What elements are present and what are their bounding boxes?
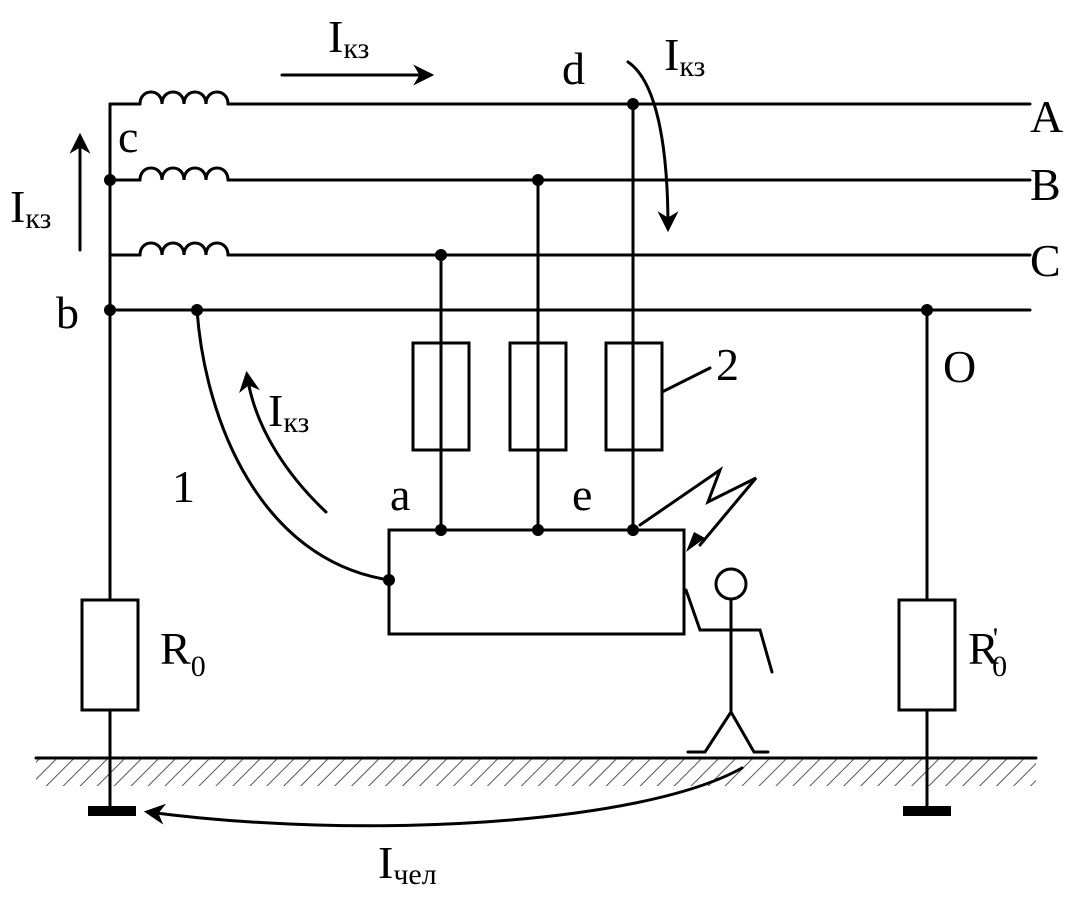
ground-electrode-left [88, 806, 136, 816]
phase-line-c [108, 241, 1032, 257]
arrow-person-current [143, 766, 744, 828]
fuse-phase-c [411, 341, 471, 452]
resistor-r0-prime [897, 598, 957, 712]
label-node-o: O [943, 341, 976, 392]
label-node-b: b [56, 287, 79, 338]
fuse-phase-b [508, 341, 568, 452]
label-phase-b: B [1030, 159, 1061, 210]
phase-line-b [108, 166, 1032, 182]
repeat-ground-wire [897, 308, 957, 816]
label-fault-current-return: Iкз [268, 385, 309, 439]
label-r0-prime: R'0 [968, 622, 1007, 683]
current-arrows [69, 60, 744, 828]
label-phase-a: A [1030, 91, 1063, 142]
label-person-current: Iчел [378, 837, 437, 891]
equipment-enclosure [387, 528, 686, 636]
arrow-fault-return [239, 370, 328, 514]
ground-electrode-right [903, 806, 951, 816]
resistor-r0 [80, 598, 140, 712]
fault-flash-icon [638, 466, 758, 552]
ground [34, 756, 1038, 786]
person-icon [684, 567, 774, 754]
label-phase-c: C [1030, 235, 1061, 286]
label-r0: R0 [160, 623, 206, 683]
callout-1: 1 [172, 461, 195, 512]
label-node-e: e [572, 469, 592, 520]
callout-leader-2 [660, 366, 712, 394]
arrow-fault-down [626, 60, 679, 233]
label-fault-current-left: Iкз [10, 181, 51, 235]
label-node-d: d [562, 43, 585, 94]
fuse-phase-a [604, 341, 664, 452]
label-node-c: c [118, 111, 138, 162]
label-fault-current-top: Iкз [328, 11, 369, 65]
junction-dots [104, 98, 933, 586]
label-fault-current-right: Iкз [664, 29, 705, 83]
source-neutral-wire [80, 102, 140, 816]
callout-2: 2 [716, 339, 739, 390]
load-connections [411, 102, 664, 532]
protective-conductor [195, 308, 391, 582]
label-node-a: a [390, 469, 410, 520]
